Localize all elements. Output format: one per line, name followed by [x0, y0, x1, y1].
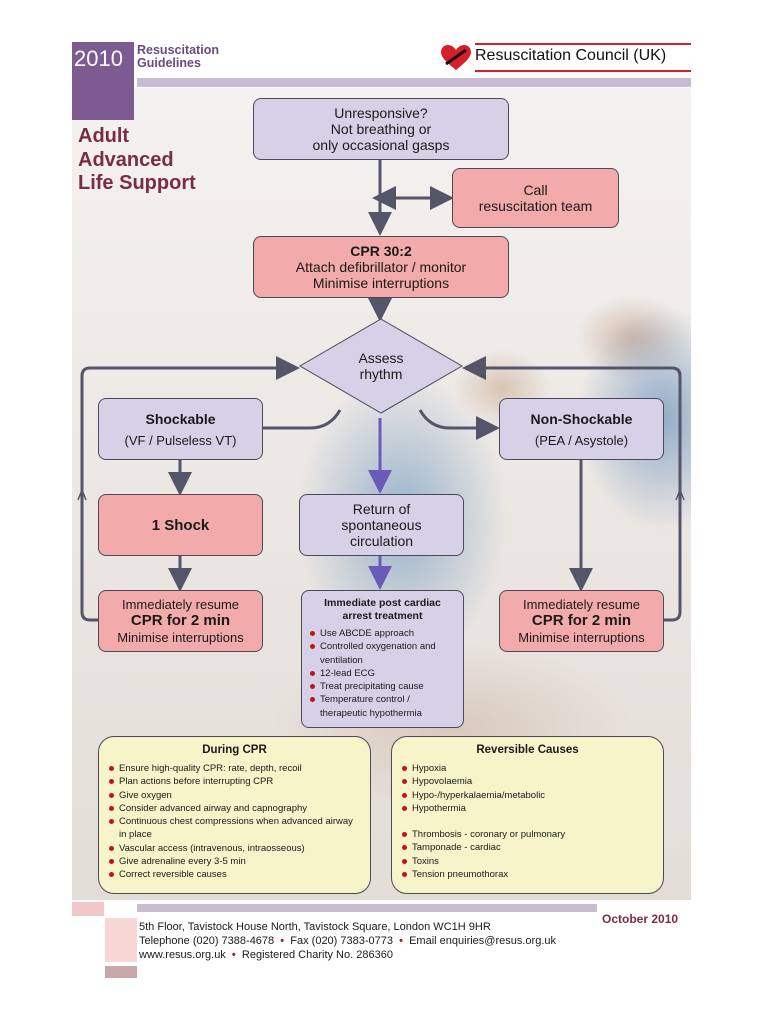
- resume-left-line-1: Immediately resume: [121, 597, 240, 612]
- list-item: Thrombosis - coronary or pulmonary: [400, 828, 655, 841]
- organisation-name: Resuscitation Council (UK): [475, 47, 667, 64]
- post-arrest-list: Use ABCDE approach Controlled oxygenatio…: [308, 627, 457, 720]
- reversible-causes-heading: Reversible Causes: [476, 744, 579, 756]
- unresponsive-line-2: Not breathing or: [330, 121, 432, 137]
- bullet-separator: •: [277, 935, 288, 947]
- during-cpr-box: During CPR Ensure high-quality CPR: rate…: [98, 736, 371, 894]
- guidelines-label-line2: Guidelines: [137, 56, 201, 70]
- non-shockable-heading: Non-Shockable: [530, 410, 633, 427]
- footer-square-3: [105, 966, 137, 978]
- list-item: Continuous chest compressions when advan…: [107, 815, 362, 842]
- shockable-heading: Shockable: [145, 410, 216, 427]
- non-shockable-sub: (PEA / Asystole): [534, 432, 629, 448]
- list-item: Plan actions before interrupting CPR: [107, 775, 362, 788]
- footer-square-1: [72, 902, 104, 916]
- shockable-sub: (VF / Pulseless VT): [124, 432, 237, 448]
- resume-right-line-2: Minimise interruptions: [518, 630, 645, 645]
- footer-address: 5th Floor, Tavistock House North, Tavist…: [139, 921, 491, 933]
- list-item: Give adrenaline every 3-5 min: [107, 855, 362, 868]
- rosc-line-2: spontaneous: [341, 517, 422, 533]
- post-arrest-heading-2: arrest treatment: [342, 610, 423, 622]
- reversible-causes-list: Hypoxia Hypovolaemia Hypo-/hyperkalaemia…: [400, 762, 655, 881]
- footer-telephone: Telephone (020) 7388-4678: [139, 935, 275, 947]
- list-item: Treat precipitating cause: [308, 680, 457, 693]
- resume-cpr-left-box: Immediately resume CPR for 2 min Minimis…: [98, 590, 263, 652]
- assess-line-1: Assess: [358, 350, 404, 366]
- during-cpr-list: Ensure high-quality CPR: rate, depth, re…: [107, 762, 362, 882]
- resume-right-line-1: Immediately resume: [522, 597, 641, 612]
- non-shockable-box: Non-Shockable (PEA / Asystole): [499, 398, 664, 460]
- cpr-heading: CPR 30:2: [350, 243, 412, 259]
- list-item: Vascular access (intravenous, intraosseo…: [107, 842, 362, 855]
- unresponsive-line-3: only occasional gasps: [312, 137, 450, 153]
- list-item: Tension pneumothorax: [400, 868, 655, 881]
- call-team-line-2: resuscitation team: [478, 198, 593, 214]
- during-cpr-heading: During CPR: [202, 744, 267, 756]
- list-item: Temperature control / therapeutic hypoth…: [308, 693, 457, 720]
- rosc-box: Return of spontaneous circulation: [299, 494, 464, 556]
- reversible-causes-box: Reversible Causes Hypoxia Hypovolaemia H…: [391, 736, 664, 894]
- footer-bar: [137, 904, 597, 912]
- shockable-box: Shockable (VF / Pulseless VT): [98, 398, 263, 460]
- assess-line-2: rhythm: [359, 366, 403, 382]
- title-line-2: Advanced: [78, 148, 174, 171]
- org-rule-top: [475, 43, 691, 45]
- call-team-line-1: Call: [523, 182, 548, 198]
- footer-square-2: [105, 918, 137, 962]
- heart-logo-icon: [441, 45, 471, 70]
- page-title: Adult Advanced Life Support: [78, 125, 196, 196]
- bullet-separator: •: [396, 935, 407, 947]
- list-item: Hypothermia: [400, 802, 655, 815]
- rosc-line-1: Return of: [352, 501, 411, 517]
- list-item: Tamponade - cardiac: [400, 841, 655, 854]
- rosc-line-3: circulation: [349, 533, 414, 549]
- unresponsive-line-1: Unresponsive?: [334, 105, 428, 121]
- list-item: Hypovolaemia: [400, 775, 655, 788]
- footer-date: October 2010: [602, 912, 679, 926]
- title-line-1: Adult: [78, 125, 130, 147]
- assess-rhythm-label: Assess rhythm: [320, 350, 442, 382]
- cpr-line-1: Attach defibrillator / monitor: [295, 259, 467, 275]
- header-bar: [137, 78, 691, 87]
- guidelines-year: 2010: [74, 46, 123, 71]
- footer-charity: Registered Charity No. 286360: [241, 949, 393, 961]
- resume-right-heading: CPR for 2 min: [531, 612, 632, 629]
- bullet-separator: •: [228, 949, 239, 961]
- post-arrest-heading-1: Immediate post cardiac: [324, 597, 441, 609]
- footer-web-line: www.resus.org.uk • Registered Charity No…: [139, 949, 393, 961]
- list-item: Correct reversible causes: [107, 868, 362, 881]
- one-shock-label: 1 Shock: [151, 516, 210, 534]
- org-rule-bottom: [475, 70, 691, 72]
- footer-contact-line: Telephone (020) 7388-4678 • Fax (020) 73…: [139, 935, 556, 947]
- post-arrest-box: Immediate post cardiac arrest treatment …: [301, 590, 464, 728]
- list-item: Hypoxia: [400, 762, 655, 775]
- list-item: Toxins: [400, 855, 655, 868]
- cpr-line-2: Minimise interruptions: [312, 275, 450, 291]
- year-logo-block: [72, 42, 134, 120]
- resume-left-line-2: Minimise interruptions: [117, 630, 244, 645]
- assess-rhythm-diamond: [299, 318, 463, 414]
- list-item: Ensure high-quality CPR: rate, depth, re…: [107, 762, 362, 775]
- cpr-30-2-box: CPR 30:2 Attach defibrillator / monitor …: [253, 236, 509, 298]
- title-line-3: Life Support: [78, 172, 196, 194]
- guidelines-label-line1: Resuscitation: [137, 43, 219, 57]
- one-shock-box: 1 Shock: [98, 494, 263, 556]
- unresponsive-box: Unresponsive? Not breathing or only occa…: [253, 98, 509, 160]
- list-item: 12-lead ECG: [308, 667, 457, 680]
- list-item: Hypo-/hyperkalaemia/metabolic: [400, 789, 655, 802]
- resume-left-heading: CPR for 2 min: [130, 612, 231, 629]
- list-item: Consider advanced airway and capnography: [107, 802, 362, 815]
- list-item: Controlled oxygenation and ventilation: [308, 640, 457, 667]
- resume-cpr-right-box: Immediately resume CPR for 2 min Minimis…: [499, 590, 664, 652]
- footer-email[interactable]: Email enquiries@resus.org.uk: [409, 935, 556, 947]
- footer-website-link[interactable]: www.resus.org.uk: [139, 949, 226, 961]
- list-item: Use ABCDE approach: [308, 627, 457, 640]
- call-team-box: Call resuscitation team: [452, 168, 619, 228]
- footer-fax: Fax (020) 7383-0773: [290, 935, 393, 947]
- list-item: Give oxygen: [107, 789, 362, 802]
